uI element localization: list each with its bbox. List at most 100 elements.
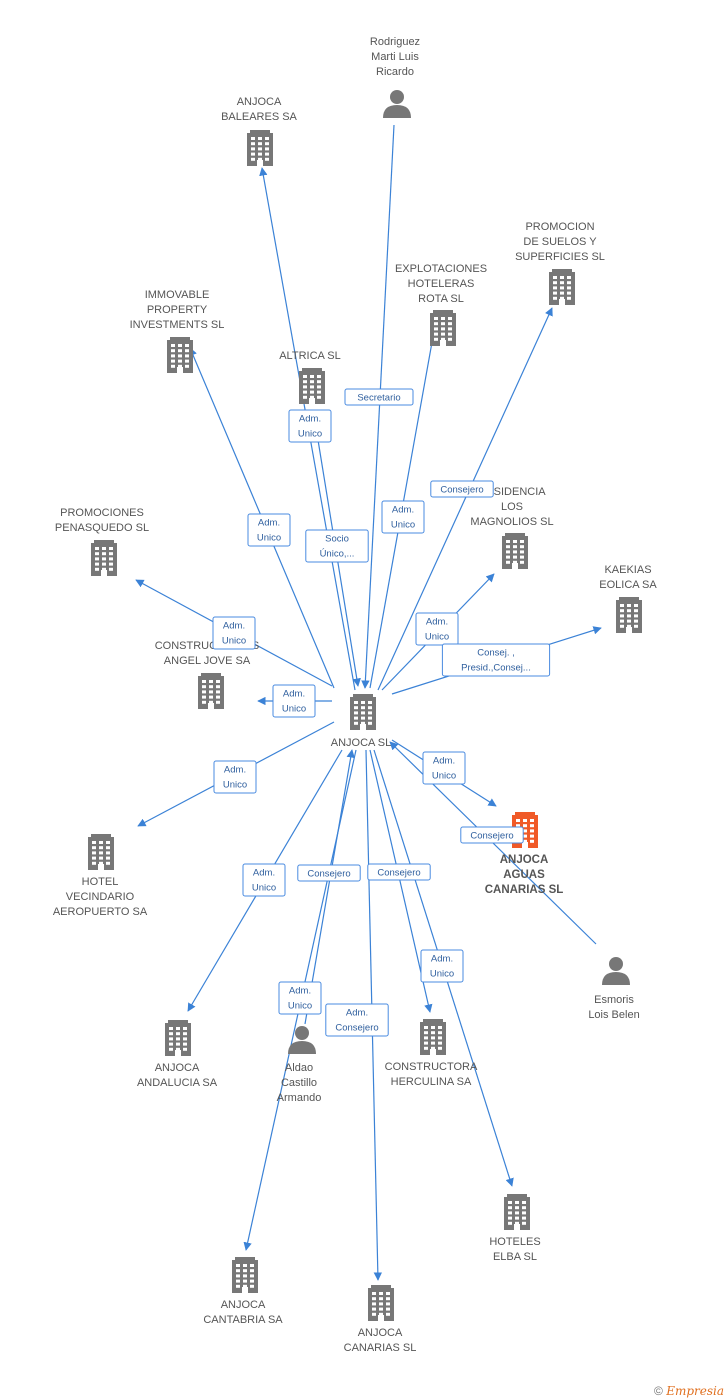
edge-label-center-to-explotaciones[interactable]: Adm.Unico [381, 500, 425, 534]
node-label: HOTELES [489, 1236, 540, 1248]
edge-label-center-to-herculina[interactable]: Consejero [367, 863, 431, 881]
edge-label-box [278, 981, 322, 1015]
edge-label-box [212, 616, 256, 650]
building-window [95, 562, 99, 566]
building-window [243, 1274, 247, 1278]
edge-rodriguez-to-center[interactable] [361, 124, 395, 689]
edge-aldao-to-center[interactable] [304, 749, 355, 1025]
building-window [171, 349, 175, 353]
node-altrica[interactable]: ALTRICA SL [279, 350, 341, 404]
edge-label-center-to-kaekias[interactable]: Consej. ,Presid.,Consej... [441, 643, 551, 677]
edge-label-center-to-penasquedo[interactable]: Adm.Unico [212, 616, 256, 650]
building-window [106, 851, 110, 855]
building-window [169, 1037, 173, 1041]
edge-label-center-to-andalucia[interactable]: Adm.Unico [242, 863, 286, 897]
building-window [627, 614, 631, 618]
edge-label-center-to-elba[interactable]: Adm.Unico [420, 949, 464, 983]
building-window [243, 1284, 247, 1288]
building-window [386, 1307, 390, 1311]
edge-label-center-to-aguas[interactable]: Adm.Unico [422, 751, 466, 785]
building-window [634, 624, 638, 628]
building-window [95, 567, 99, 571]
building-icon [88, 834, 114, 870]
building-window [520, 545, 524, 549]
building-window [209, 685, 213, 689]
node-label: KAEKIAS [604, 564, 651, 576]
edge-label-center-to-angeljove[interactable]: Adm.Unico [272, 684, 316, 718]
building-window [634, 604, 638, 607]
building-roof [423, 1019, 443, 1023]
node-label: Aldao [285, 1062, 313, 1074]
building-window [258, 137, 262, 140]
edge-label-center-to-promo_suelos[interactable]: Consejero [430, 480, 494, 498]
building-window [176, 1027, 180, 1030]
building-window [183, 1032, 187, 1036]
edge-label-center-to-cantabria[interactable]: Adm.Unico [278, 981, 322, 1015]
brand-logo[interactable]: Empresia [666, 1384, 724, 1398]
edge-altrica-to-center[interactable] [317, 439, 361, 687]
building-window [102, 557, 106, 561]
building-icon [616, 597, 642, 633]
edge-label-text: Adm. [223, 621, 245, 632]
building-window [185, 344, 189, 347]
building-window [303, 390, 307, 394]
edge-label-center-to-baleares[interactable]: Adm.Unico [288, 409, 332, 443]
edge-label-esmoris-to-center[interactable]: Consejero [460, 826, 524, 844]
edge-label-box [242, 863, 286, 897]
edge-label-box [272, 684, 316, 718]
building-window [178, 359, 182, 363]
building-window [183, 1037, 187, 1041]
edge-center-to-promo_suelos[interactable] [377, 307, 553, 691]
edge-label-center-to-immovable[interactable]: Adm.Unico [247, 513, 291, 547]
building-window [354, 721, 358, 725]
building-window [515, 1216, 519, 1220]
edge-label-text: Unico [252, 883, 276, 894]
building-window [102, 562, 106, 566]
building-window [243, 1269, 247, 1273]
edge-label-rodriguez-to-center[interactable]: Secretario [344, 388, 414, 406]
building-window [379, 1302, 383, 1306]
building-roof [250, 130, 270, 134]
building-window [169, 1027, 173, 1030]
building-window [361, 706, 365, 710]
edge-label-box [460, 826, 524, 844]
edge-center-to-herculina[interactable] [369, 749, 433, 1013]
edge-labels-layer: SecretarioAdm.UnicoSocioÚnico,...Adm.Uni… [212, 388, 551, 1037]
edge-label-aldao-to-canarias[interactable]: Adm.Consejero [325, 1003, 389, 1037]
node-label: Armando [277, 1092, 322, 1104]
edge-label-aldao-to-center[interactable]: Consejero [297, 864, 361, 882]
edge-label-center-to-vecindario[interactable]: Adm.Unico [213, 760, 257, 794]
edge-label-box [430, 480, 494, 498]
edge-label-altrica-to-center[interactable]: SocioÚnico,... [305, 529, 369, 563]
building-window [368, 701, 372, 704]
node-center[interactable]: ANJOCA SL [331, 694, 392, 749]
building-roof [91, 834, 111, 838]
edge-label-text: Adm. [258, 518, 280, 529]
building-window [251, 152, 255, 156]
edge-label-center-to-residencia[interactable]: Adm.Unico [415, 612, 459, 646]
building-window [102, 552, 106, 556]
building-window [508, 1221, 512, 1225]
building-window [317, 385, 321, 389]
building-window [434, 322, 438, 326]
building-window [438, 1036, 442, 1040]
building-window [634, 619, 638, 623]
